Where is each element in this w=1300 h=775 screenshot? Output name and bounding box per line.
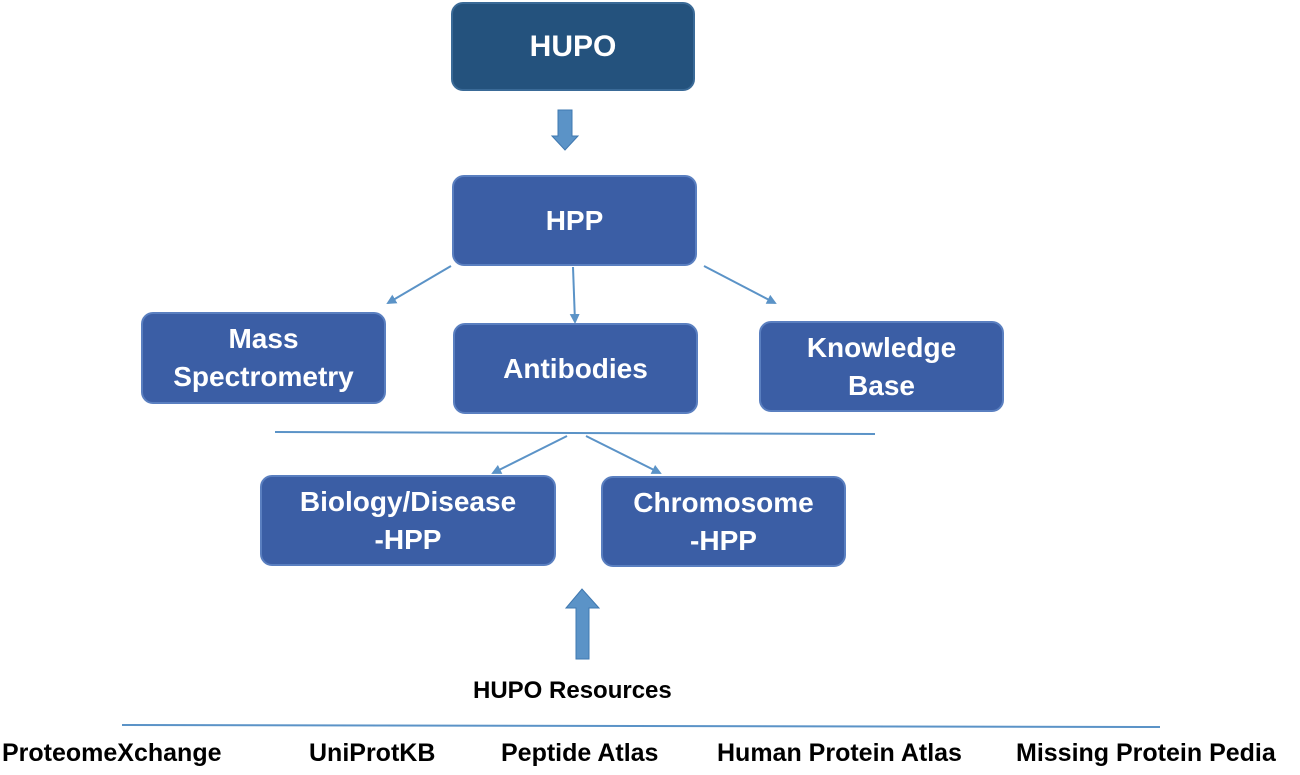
resources-heading: HUPO Resources <box>473 677 672 704</box>
resource-peptide-atlas: Peptide Atlas <box>501 739 659 767</box>
node-mass-spectrometry: Mass Spectrometry <box>141 312 386 404</box>
arrow-hpp-to-mass-spectrometry <box>386 265 452 305</box>
arrow-hpp-to-antibodies <box>569 266 580 324</box>
node-chromosome-hpp: Chromosome -HPP <box>601 476 846 567</box>
node-antibodies: Antibodies <box>453 323 698 414</box>
arrow-hpp-to-knowledge-base <box>703 265 777 304</box>
resource-uniprotkb: UniProtKB <box>309 739 436 767</box>
node-knowledge-base: Knowledge Base <box>759 321 1004 412</box>
resource-proteomexchange: ProteomeXchange <box>2 739 222 767</box>
divider-line-middle <box>274 431 876 435</box>
resource-human-protein-atlas: Human Protein Atlas <box>717 739 962 767</box>
block-arrow-resources-up <box>564 588 601 660</box>
arrow-to-chromosome-hpp <box>585 435 662 474</box>
arrow-to-biology-disease-hpp <box>491 435 568 474</box>
node-hupo: HUPO <box>451 2 695 91</box>
block-arrow-hupo-to-hpp <box>550 109 580 151</box>
divider-line-bottom <box>121 724 1161 728</box>
node-hpp: HPP <box>452 175 697 266</box>
node-biology-disease-hpp: Biology/Disease -HPP <box>260 475 556 566</box>
resource-missing-protein-pedia: Missing Protein Pedia <box>1016 739 1276 767</box>
